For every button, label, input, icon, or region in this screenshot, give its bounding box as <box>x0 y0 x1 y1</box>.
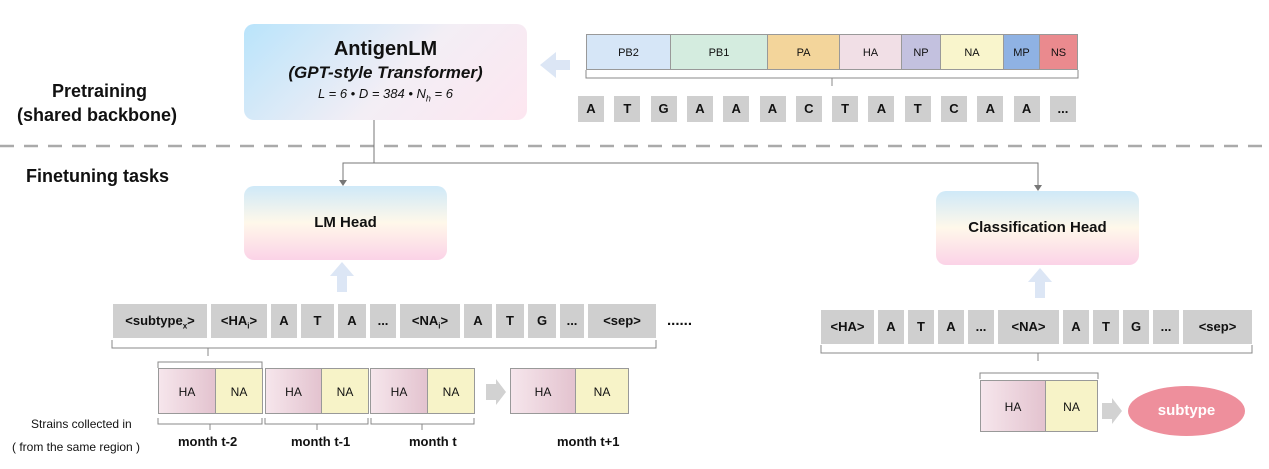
segment-pa: PA <box>767 34 840 70</box>
cls-strain-na: NA <box>1045 380 1098 432</box>
connector-to-lm-head <box>342 120 375 185</box>
nucleotide-token: A <box>723 96 750 122</box>
token-sep: <sep> <box>588 304 656 338</box>
cls-token: <NA> <box>998 310 1059 344</box>
nucleotide-token: T <box>614 96 641 122</box>
token-a: A <box>271 304 297 338</box>
cls-token: T <box>908 310 934 344</box>
month-label-t: month t <box>409 434 457 449</box>
strain-ha-t-2: HA <box>158 368 216 414</box>
strain-na-t-1: NA <box>321 368 369 414</box>
strain-na-t-2: NA <box>215 368 263 414</box>
pair-bracket <box>157 361 263 368</box>
backbone-params: L = 6 • D = 384 • Nh = 6 <box>318 86 453 104</box>
cls-token: A <box>878 310 904 344</box>
nucleotide-token: C <box>941 96 967 122</box>
backbone-title: AntigenLM <box>333 38 438 60</box>
token-a: A <box>338 304 366 338</box>
cls-tokens-bracket <box>820 345 1253 361</box>
lm-up-arrow-icon <box>330 262 354 292</box>
nucleotide-token: A <box>578 96 604 122</box>
strain-na-t: NA <box>427 368 475 414</box>
nucleotide-token: A <box>977 96 1004 122</box>
next-month-arrow-icon <box>486 379 506 405</box>
token-t: T <box>496 304 524 338</box>
cls-token: ... <box>968 310 994 344</box>
subtype-arrow-icon <box>1102 398 1122 424</box>
segment-na: NA <box>940 34 1004 70</box>
strain-na-t+1: NA <box>575 368 629 414</box>
month-label-t-2: month t-2 <box>178 434 238 449</box>
input-arrow-icon <box>540 52 570 78</box>
cls-up-arrow-icon <box>1028 268 1052 298</box>
nucleotide-token: C <box>795 96 822 122</box>
nucleotide-token: A <box>686 96 713 122</box>
token-ha-i: <HAi> <box>211 304 267 338</box>
segment-pb2: PB2 <box>586 34 671 70</box>
segment-pb1: PB1 <box>670 34 768 70</box>
segment-ns: NS <box>1039 34 1078 70</box>
pretraining-title: Pretraining <box>52 81 148 101</box>
token-ellipsis: ... <box>560 304 584 338</box>
finetuning-label: Finetuning tasks <box>26 166 170 186</box>
lm-tokens-bracket <box>111 340 657 356</box>
caption-region: ( from the same region ) <box>12 440 141 454</box>
cls-token: <sep> <box>1183 310 1252 344</box>
pretraining-label: Pretraining <box>52 80 147 102</box>
segment-mp: MP <box>1003 34 1040 70</box>
nucleotide-token: T <box>832 96 859 122</box>
segments-bracket <box>585 70 1079 86</box>
cls-token: ... <box>1153 310 1179 344</box>
month-label-t+1: month t+1 <box>557 434 620 449</box>
genome-segments: PB2 PB1 PA HA NP NA MP NS <box>586 0 1078 72</box>
nucleotide-token: A <box>868 96 895 122</box>
cls-token: T <box>1093 310 1119 344</box>
cls-token: A <box>938 310 964 344</box>
classification-head: Classification Head <box>936 191 1139 265</box>
nucleotide-token: T <box>904 96 931 122</box>
token-na-i: <NAi> <box>400 304 460 338</box>
nucleotide-token: A <box>1013 96 1040 122</box>
token-a: A <box>464 304 492 338</box>
backbone-subtitle: (GPT-style Transformer) <box>288 63 483 82</box>
strain-ha-t: HA <box>370 368 428 414</box>
segment-np: NP <box>901 34 941 70</box>
antigenlm-backbone: AntigenLM (GPT-style Transformer) L = 6 … <box>244 24 527 120</box>
nucleotide-token: ... <box>1049 96 1076 122</box>
token-t: T <box>301 304 334 338</box>
cls-token: G <box>1123 310 1149 344</box>
lm-head: LM Head <box>244 186 447 260</box>
nucleotide-token: G <box>650 96 677 122</box>
caption-strains: Strains collected in <box>31 417 132 431</box>
cls-token: A <box>1063 310 1089 344</box>
strain-ha-t-1: HA <box>265 368 322 414</box>
token-g: G <box>528 304 556 338</box>
token-ellipsis: ... <box>370 304 396 338</box>
cls-token: <HA> <box>821 310 874 344</box>
nucleotide-token: A <box>759 96 786 122</box>
token-subtype: <subtypex> <box>113 304 207 338</box>
month-label-t-1: month t-1 <box>291 434 351 449</box>
strain-ha-t+1: HA <box>510 368 576 414</box>
token-trailing-ellipsis: ...... <box>667 312 693 329</box>
segment-ha: HA <box>839 34 902 70</box>
pretraining-sublabel: (shared backbone) <box>17 105 178 125</box>
cls-strain-ha: HA <box>980 380 1046 432</box>
connector-to-cls-head <box>374 162 1039 190</box>
subtype-output: subtype <box>1128 386 1245 436</box>
